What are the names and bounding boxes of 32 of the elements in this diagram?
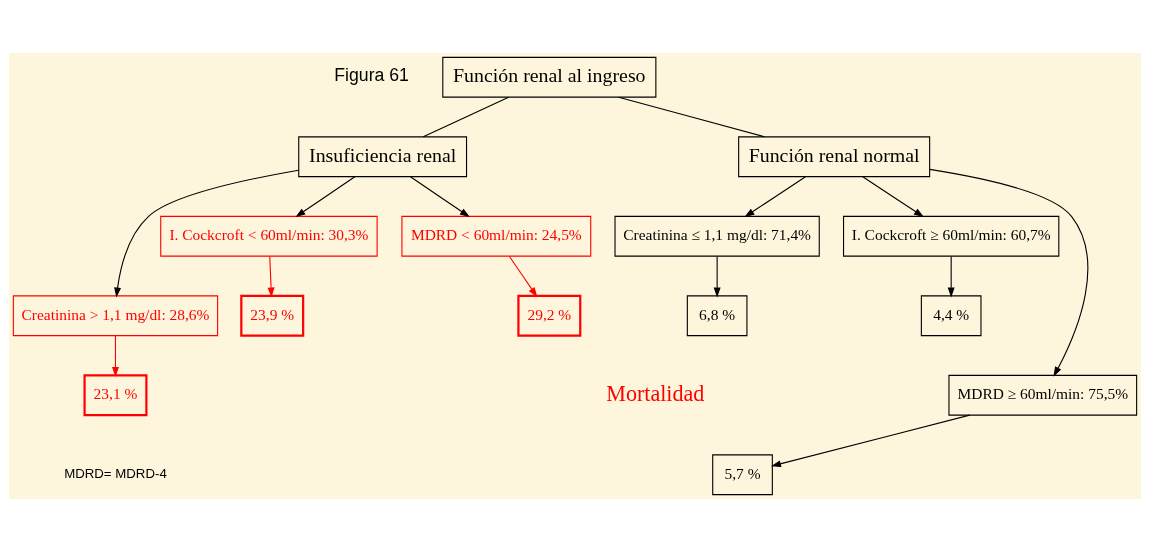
- node-box: Insuficiencia renal: [298, 136, 468, 178]
- node-box: I. Cockcroft < 60ml/min: 30,3%: [160, 215, 378, 257]
- node-box: 4,4 %: [920, 295, 982, 337]
- node-box: Creatinina ≤ 1,1 mg/dl: 71,4%: [614, 215, 820, 257]
- node-box: 29,2 %: [517, 294, 582, 337]
- node-box: Función renal al ingreso: [442, 56, 657, 98]
- node-box: Creatinina > 1,1 mg/dl: 28,6%: [12, 295, 219, 337]
- label: Mortalidad: [606, 380, 705, 406]
- arrow: [947, 255, 955, 298]
- arrow: [267, 255, 275, 298]
- arrow: [112, 335, 119, 377]
- arrow: [862, 176, 924, 218]
- connector: [618, 96, 766, 138]
- node-box: 23,9 %: [240, 294, 305, 337]
- node-box: I. Cockcroft ≥ 60ml/min: 60,7%: [843, 215, 1060, 257]
- node-box: 6,8 %: [686, 295, 748, 337]
- node-box: Función renal normal: [738, 136, 931, 178]
- arrow: [929, 168, 1089, 377]
- node-box: 23,1 %: [83, 374, 148, 417]
- label: Figura 61: [334, 65, 409, 86]
- node-box: 5,7 %: [712, 454, 773, 496]
- arrow: [295, 176, 356, 218]
- node-box: MDRD < 60ml/min: 24,5%: [401, 215, 592, 257]
- arrow: [744, 176, 807, 218]
- arrow: [771, 414, 971, 468]
- connector: [422, 96, 510, 138]
- arrow: [409, 176, 470, 218]
- label: MDRD= MDRD-4: [64, 466, 167, 482]
- node-box: MDRD ≥ 60ml/min: 75,5%: [948, 374, 1138, 416]
- arrow: [114, 169, 300, 298]
- arrow: [508, 255, 538, 298]
- arrow: [713, 255, 721, 298]
